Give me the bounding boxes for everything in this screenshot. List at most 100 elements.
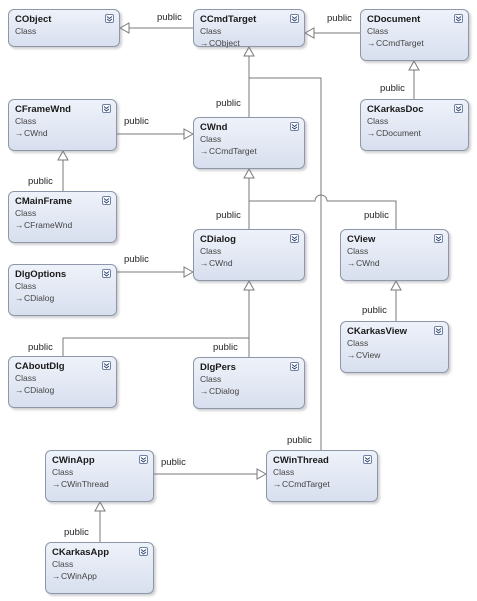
inheritance-label-public: public <box>213 342 238 353</box>
class-kind-label: Class <box>347 338 369 348</box>
class-name: CWnd <box>200 122 228 133</box>
expand-chevron-icon[interactable] <box>102 269 111 278</box>
base-class-name: CWnd <box>356 258 380 268</box>
expand-chevron-icon[interactable] <box>102 361 111 370</box>
inheritance-line-cwinthread-ccmdtarget <box>249 77 322 450</box>
base-class-row: →CDocument <box>367 128 421 138</box>
inherits-arrow-icon: → <box>200 146 209 156</box>
base-class-name: CFrameWnd <box>24 220 73 230</box>
inheritance-label-public: public <box>364 210 389 221</box>
class-kind-label: Class <box>347 246 369 256</box>
expand-chevron-icon[interactable] <box>454 104 463 113</box>
inheritance-label-public: public <box>28 176 53 187</box>
base-class-name: CCmdTarget <box>209 146 257 156</box>
inherits-arrow-icon: → <box>52 571 61 581</box>
base-class-name: CWinThread <box>61 479 109 489</box>
class-name: CMainFrame <box>15 196 73 207</box>
expand-chevron-icon[interactable] <box>290 14 299 23</box>
inherits-arrow-icon: → <box>200 386 209 396</box>
inherits-arrow-icon: → <box>15 220 24 230</box>
inherits-arrow-icon: → <box>200 258 209 268</box>
expand-chevron-icon[interactable] <box>102 104 111 113</box>
inheritance-label-public: public <box>362 305 387 316</box>
inherits-arrow-icon: → <box>200 38 209 48</box>
inheritance-arrowhead <box>243 167 255 179</box>
inheritance-arrowhead <box>256 468 268 480</box>
expand-chevron-icon[interactable] <box>290 122 299 131</box>
class-name: CCmdTarget <box>200 14 257 25</box>
class-name: CDocument <box>367 14 421 25</box>
base-class-row: →CWnd <box>347 258 380 268</box>
base-class-row: →CCmdTarget <box>273 479 330 489</box>
class-kind-label: Class <box>273 467 295 477</box>
expand-chevron-icon[interactable] <box>105 14 114 23</box>
inheritance-label-public: public <box>157 12 182 23</box>
base-class-row: →CWnd <box>15 128 48 138</box>
class-name: DlgOptions <box>15 269 67 280</box>
base-class-name: CWnd <box>24 128 48 138</box>
inheritance-arrowhead <box>118 22 130 34</box>
inherits-arrow-icon: → <box>15 293 24 303</box>
class-name: CKarkasView <box>347 326 408 337</box>
base-class-row: →CView <box>347 350 380 360</box>
class-kind-label: Class <box>15 116 37 126</box>
class-kind-label: Class <box>15 281 37 291</box>
inheritance-label-public: public <box>28 342 53 353</box>
base-class-row: →CWinThread <box>52 479 109 489</box>
inheritance-arrowhead <box>390 279 402 291</box>
inherits-arrow-icon: → <box>52 479 61 489</box>
expand-chevron-icon[interactable] <box>139 455 148 464</box>
expand-chevron-icon[interactable] <box>434 234 443 243</box>
inherits-arrow-icon: → <box>367 128 376 138</box>
base-class-name: CDialog <box>24 293 55 303</box>
base-class-row: →CDialog <box>15 293 54 303</box>
class-kind-label: Class <box>200 246 222 256</box>
class-name: CAboutDlg <box>15 361 65 372</box>
base-class-name: CWinApp <box>61 571 97 581</box>
inheritance-arrowhead <box>303 27 315 39</box>
class-name: CView <box>347 234 376 245</box>
inheritance-line-cview-cwnd <box>249 194 397 229</box>
inheritance-label-public: public <box>161 457 186 468</box>
inheritance-label-public: public <box>124 254 149 265</box>
class-kind-label: Class <box>52 467 74 477</box>
base-class-row: →CCmdTarget <box>200 146 257 156</box>
expand-chevron-icon[interactable] <box>290 362 299 371</box>
inheritance-label-public: public <box>216 98 241 109</box>
expand-chevron-icon[interactable] <box>290 234 299 243</box>
base-class-name: CDialog <box>24 385 55 395</box>
expand-chevron-icon[interactable] <box>139 547 148 556</box>
class-name: CKarkasApp <box>52 547 110 558</box>
inherits-arrow-icon: → <box>367 38 376 48</box>
inheritance-arrowhead <box>243 45 255 57</box>
inherits-arrow-icon: → <box>347 350 356 360</box>
class-kind-label: Class <box>367 26 389 36</box>
class-name: CFrameWnd <box>15 104 71 115</box>
inheritance-label-public: public <box>327 13 352 24</box>
inheritance-arrowhead <box>183 266 195 278</box>
expand-chevron-icon[interactable] <box>454 14 463 23</box>
expand-chevron-icon[interactable] <box>434 326 443 335</box>
expand-chevron-icon[interactable] <box>102 196 111 205</box>
class-name: DlgPers <box>200 362 236 373</box>
inheritance-line-caboutdlg-cdialog <box>62 337 249 356</box>
base-class-row: →CCmdTarget <box>367 38 424 48</box>
expand-chevron-icon[interactable] <box>363 455 372 464</box>
class-kind-label: Class <box>15 208 37 218</box>
